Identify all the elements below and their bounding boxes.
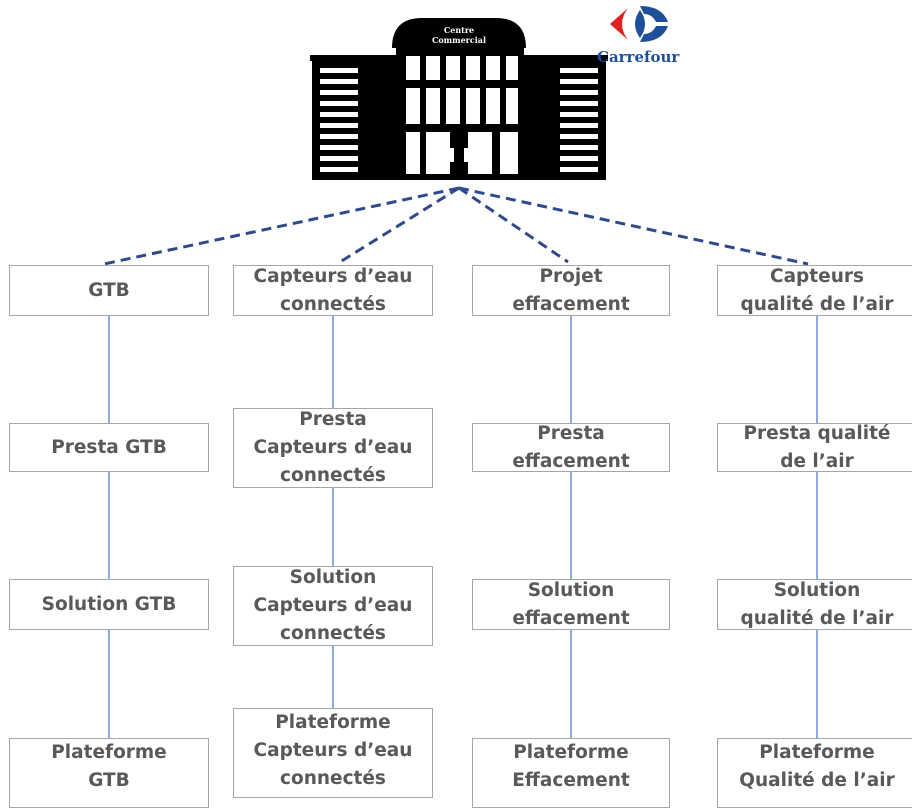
dashed-connectors (103, 186, 809, 266)
diagram-canvas: Centre Commercial (103, 6, 818, 738)
box-air-plateforme: Plateforme Qualité de l’air (717, 738, 912, 808)
box-gtb-top: GTB (9, 265, 209, 316)
box-effacement-solution: Solution effacement (472, 579, 670, 630)
dashed-connector-air (458, 186, 809, 266)
tree-lines (108, 316, 818, 738)
building-sign-line2: Commercial (432, 35, 486, 45)
dashed-connector-effacement (458, 186, 569, 264)
dashed-connector-gtb (103, 186, 460, 266)
box-gtb-plateforme: Plateforme GTB (9, 738, 209, 808)
dashed-connector-eau (339, 186, 460, 264)
box-air-presta: Presta qualité de l’air (717, 423, 912, 472)
box-effacement-top: Projet effacement (472, 265, 670, 316)
brand-name: Carrefour (597, 48, 680, 66)
building-sign-line1: Centre (444, 25, 474, 35)
box-eau-top: Capteurs d’eau connectés (233, 265, 433, 316)
box-gtb-solution: Solution GTB (9, 579, 209, 630)
carrefour-logo (610, 6, 668, 42)
box-effacement-presta: Presta effacement (472, 423, 670, 472)
box-eau-plateforme: Plateforme Capteurs d’eau connectés (233, 708, 433, 798)
box-air-top: Capteurs qualité de l’air (717, 265, 912, 316)
box-eau-presta: Presta Capteurs d’eau connectés (233, 408, 433, 488)
box-gtb-presta: Presta GTB (9, 423, 209, 472)
shopping-center-building-icon (310, 18, 608, 180)
box-air-solution: Solution qualité de l’air (717, 579, 912, 630)
box-eau-solution: Solution Capteurs d’eau connectés (233, 566, 433, 646)
box-effacement-plateforme: Plateforme Effacement (472, 738, 670, 808)
